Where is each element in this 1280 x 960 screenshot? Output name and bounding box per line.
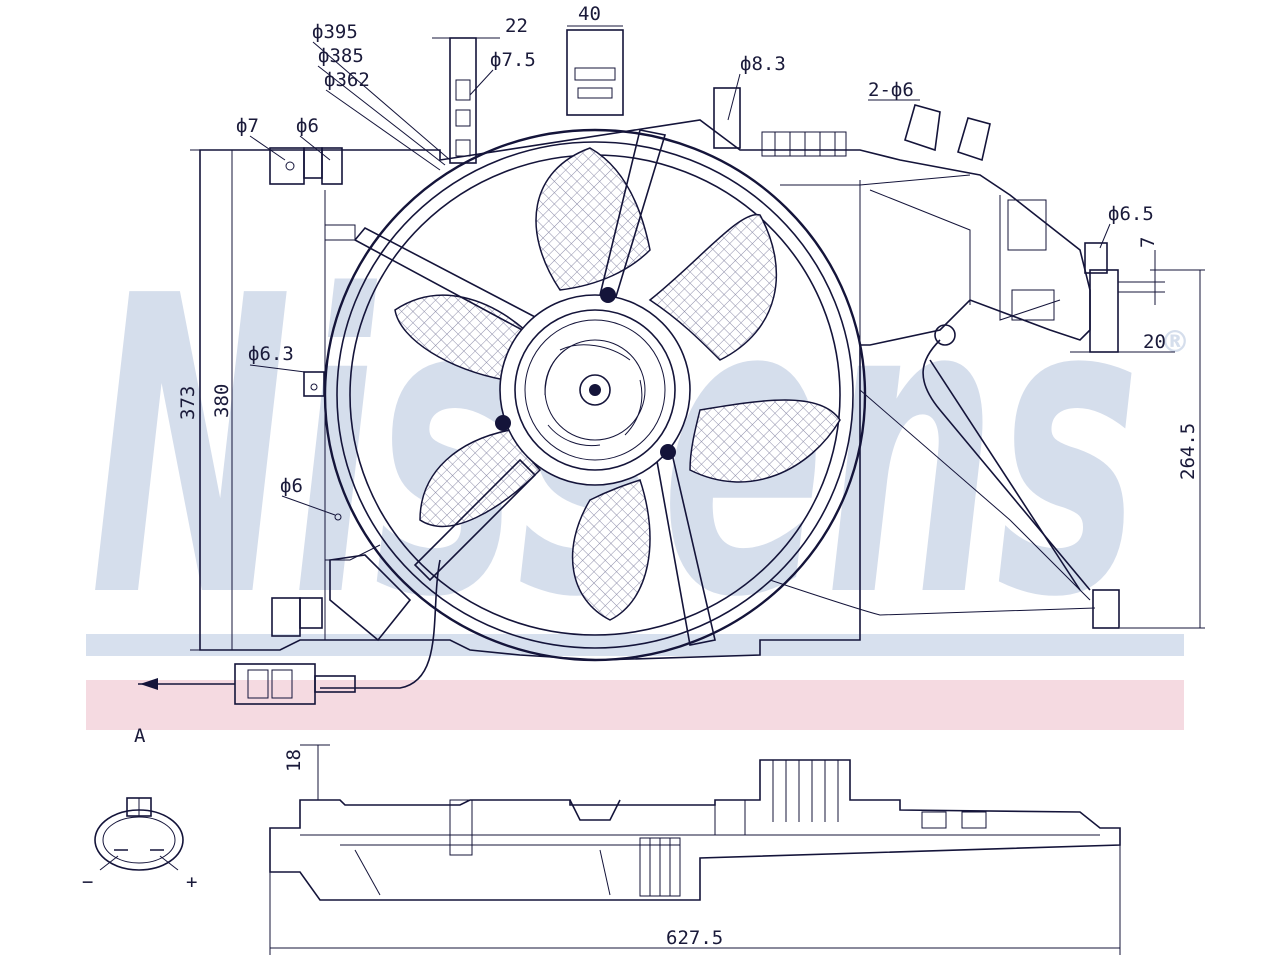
mounting-tabs [269, 104, 1120, 637]
dim-width-22: 22 [505, 15, 528, 37]
resistor-module [329, 554, 412, 642]
top-bracket-40 [566, 29, 624, 116]
connector-detail [94, 797, 184, 871]
dim-width-40: 40 [578, 3, 601, 25]
dim-diameter-385: ф385 [318, 45, 364, 67]
dim-diameter-6-3: ф6.3 [248, 343, 294, 365]
dim-diameter-362: ф362 [324, 69, 370, 91]
dim-height-373: 373 [177, 386, 199, 420]
dim-diameter-6-top: ф6 [296, 115, 319, 137]
dim-two-holes-6: 2-ф6 [868, 79, 914, 101]
watermark-reg-mark: ® [1160, 325, 1190, 360]
view-label-a: A [134, 725, 146, 747]
watermark-band-pink [86, 680, 1184, 730]
wire-harness [320, 559, 441, 689]
right-bracket-detail [934, 199, 1055, 346]
dim-diameter-395: ф395 [312, 21, 358, 43]
side-view [269, 744, 1121, 955]
dim-diameter-6-mid: ф6 [280, 475, 303, 497]
dim-twenty: 20 [1143, 331, 1166, 353]
dimension-lines [190, 25, 1205, 651]
dim-height-380: 380 [211, 384, 233, 418]
connector-plug [234, 663, 356, 705]
dim-height-264-5: 264.5 [1177, 423, 1199, 480]
dim-diameter-7: ф7 [236, 115, 259, 137]
dim-height-18: 18 [283, 749, 305, 772]
dim-seven: 7 [1137, 237, 1159, 248]
dim-diameter-6-5: ф6.5 [1108, 203, 1154, 225]
fan-blades [394, 147, 841, 621]
connector-plus-label: + [186, 871, 197, 893]
dim-diameter-7-5: ф7.5 [490, 49, 536, 71]
top-bracket-22 [449, 37, 477, 164]
dim-width-627-5: 627.5 [666, 927, 723, 949]
top-bracket-6-3 [713, 87, 847, 157]
connector-minus-label: − [82, 871, 93, 893]
front-view: A [134, 29, 1120, 747]
dim-diameter-8-3-top: ф8.3 [740, 53, 786, 75]
fan-hub [495, 287, 691, 486]
